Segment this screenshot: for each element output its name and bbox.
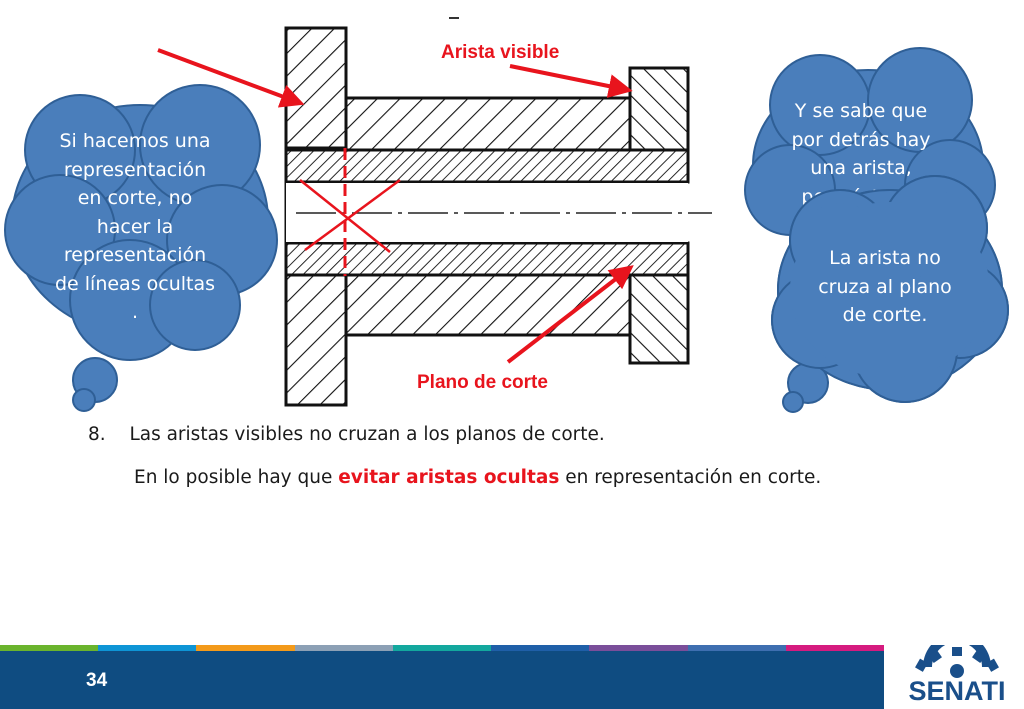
sleeve-top [284, 148, 690, 184]
arrow-cutting-plane [506, 265, 634, 364]
advice-highlight: evitar aristas ocultas [338, 467, 560, 488]
right-collar-bottom [628, 273, 690, 365]
footer-stripe [294, 645, 393, 651]
footer-stripe [589, 645, 688, 651]
logo-text: SENATI [908, 676, 1005, 706]
footer-stripe [0, 645, 99, 651]
footer-stripe [785, 645, 884, 651]
footer-bar [0, 651, 884, 709]
footer-stripe [392, 645, 492, 651]
gear-icon [915, 645, 999, 678]
left-bubble-text: Si hacemos una representación en corte, … [54, 130, 216, 323]
numbered-point: 8. Las aristas visibles no cruzan a los … [88, 424, 605, 445]
footer-stripe [491, 645, 590, 651]
left-thought-bubble [4, 84, 278, 412]
footer-color-stripes [0, 645, 884, 651]
arrow-visible-edge [509, 64, 633, 98]
footer-stripe [196, 645, 295, 651]
right-front-bubble-text: La arista no cruza al plano de corte. [818, 247, 952, 326]
cross-line-2 [304, 178, 401, 252]
footer-stripe [98, 645, 197, 651]
point-number: 8. [88, 424, 106, 445]
advice-text: En lo posible hay que evitar aristas ocu… [134, 467, 822, 488]
right-collar-top [628, 66, 690, 152]
senati-logo: SENATI [908, 645, 1006, 706]
cross-line-1 [299, 179, 391, 253]
left-flange-bottom [284, 273, 348, 407]
footer-stripe [687, 645, 786, 651]
part-section [284, 26, 712, 407]
label-cutting-plane: Plano de corte [417, 372, 548, 393]
page-number: 34 [86, 670, 108, 691]
arrow-left-flange [157, 48, 305, 108]
body-top [344, 96, 632, 152]
point-text: Las aristas visibles no cruzan a los pla… [129, 424, 605, 445]
label-visible-edge: Arista visible [441, 42, 560, 63]
